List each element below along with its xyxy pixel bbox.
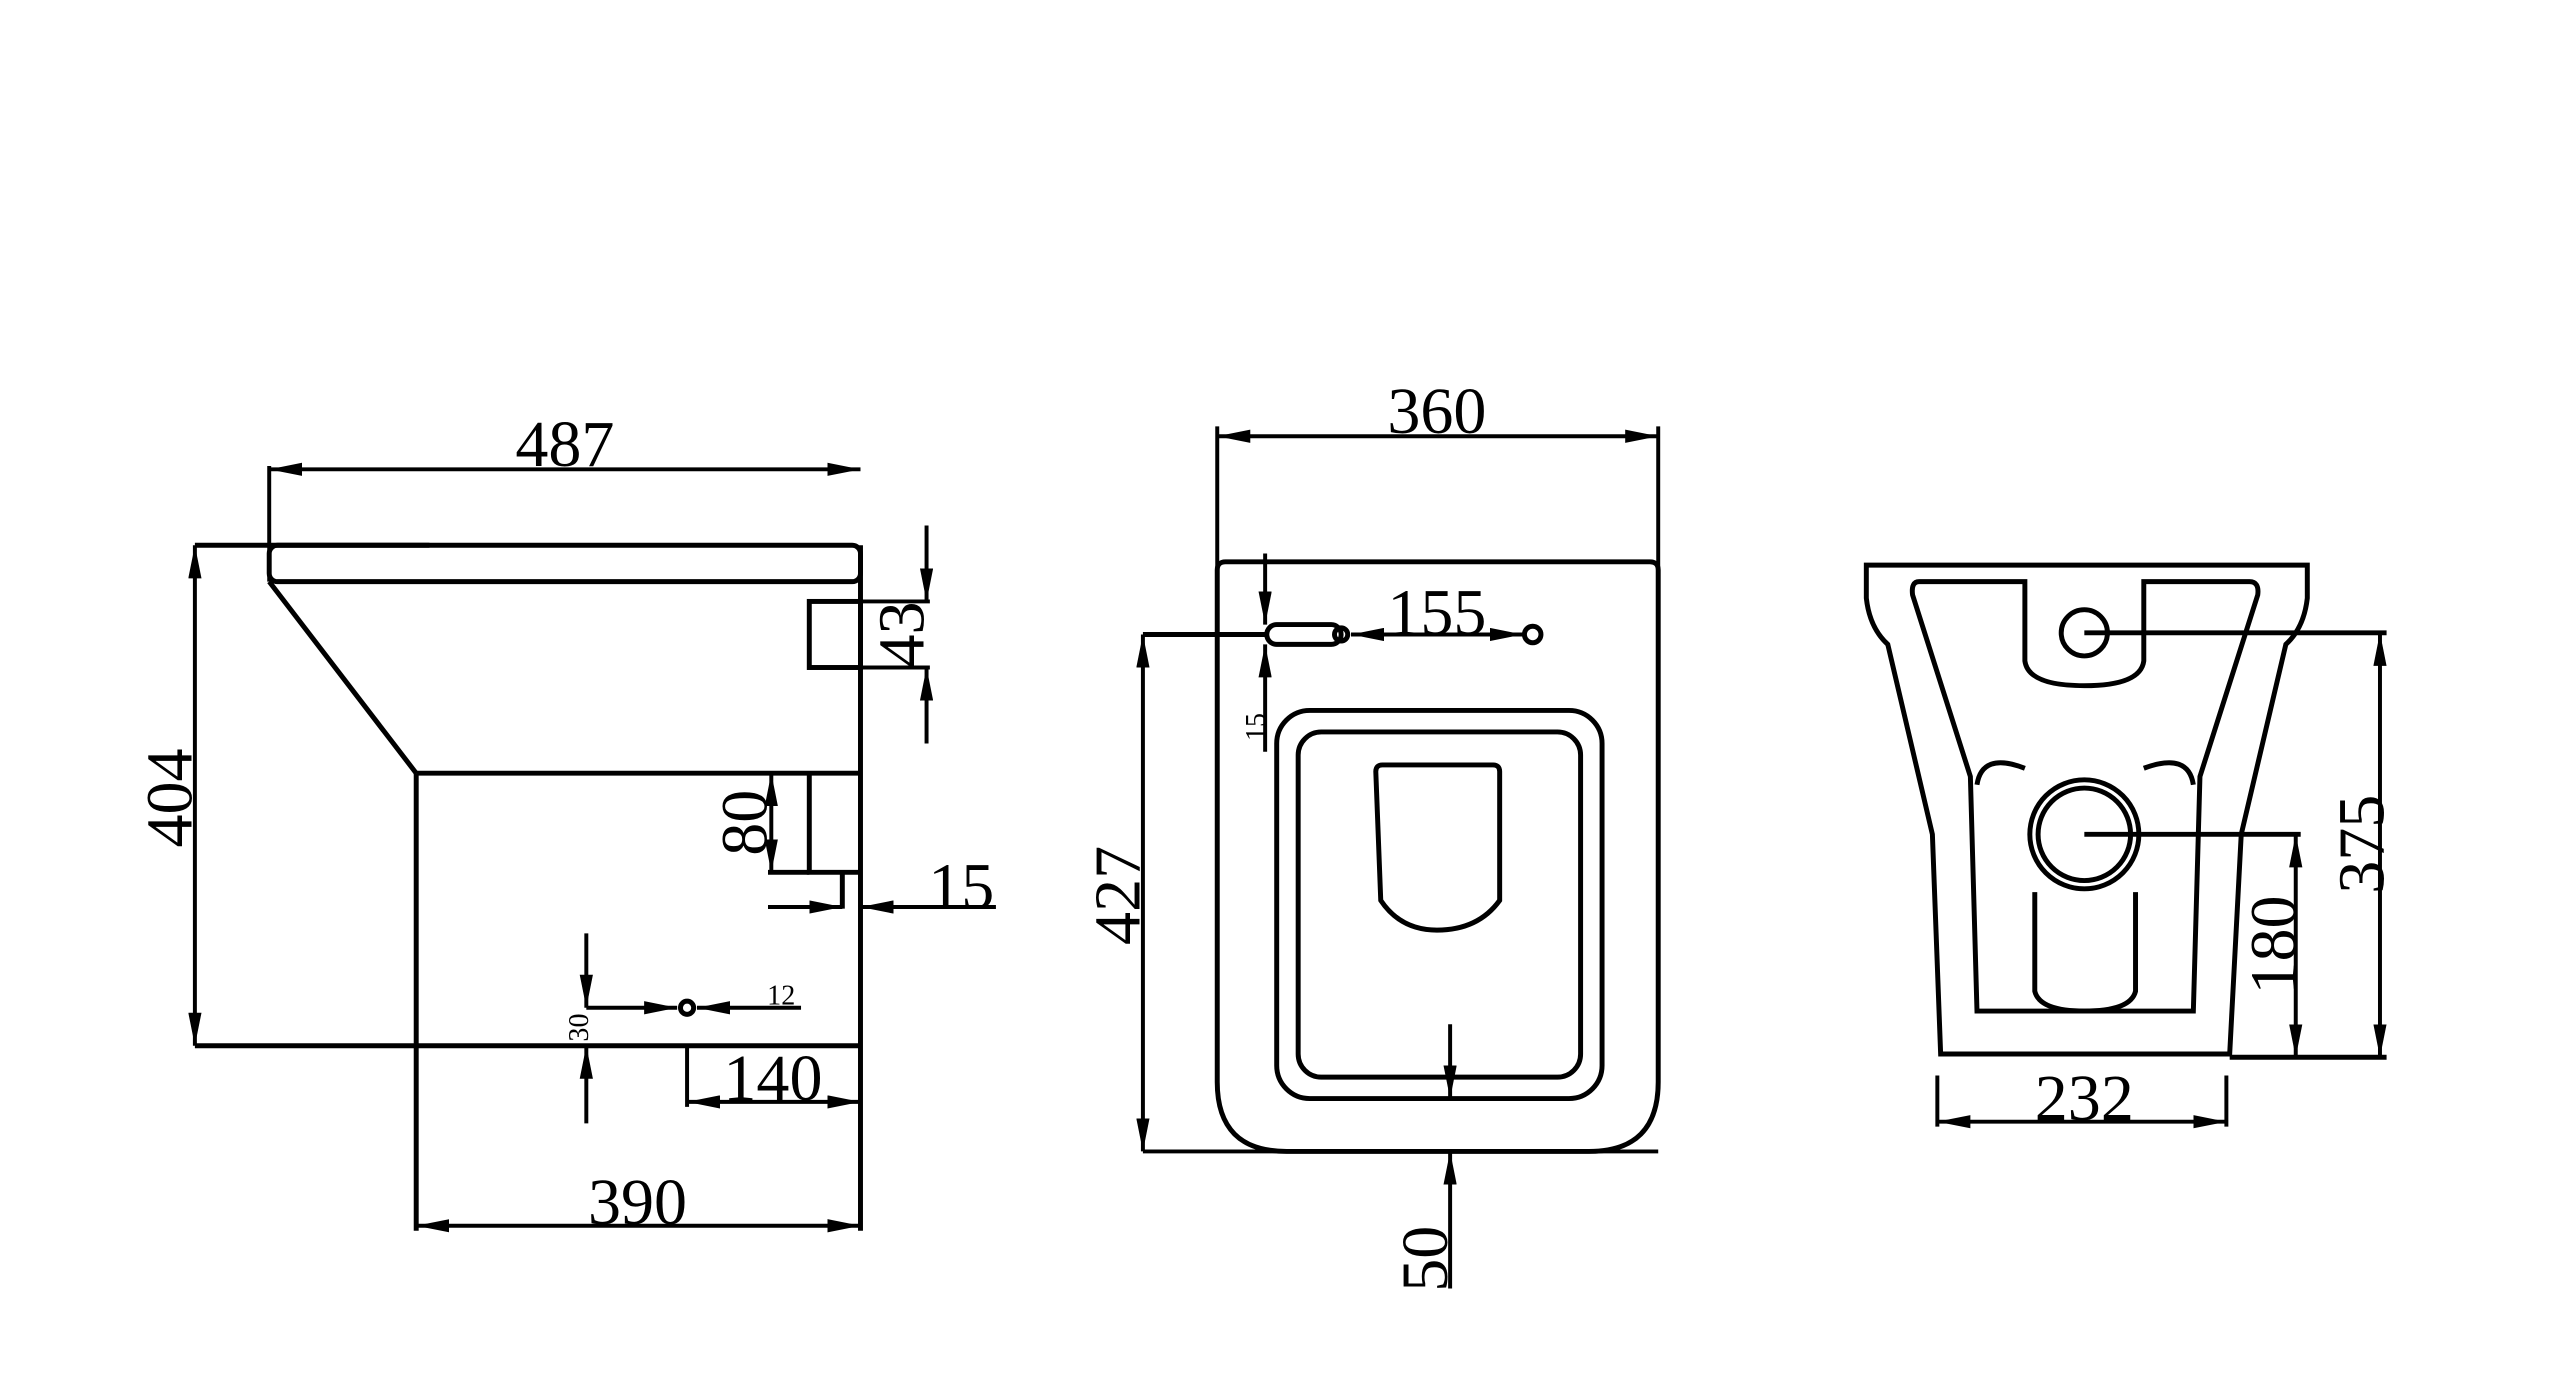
seat-inner (1295, 729, 1584, 1080)
dim-fixing-from-back: 140 (723, 1042, 822, 1115)
dim-outlet-height: 180 (2238, 895, 2311, 994)
back-view: 375 180 232 (1863, 562, 2398, 1135)
dim-overall-length: 487 (515, 408, 614, 481)
dim-outlet-height: 80 (708, 790, 781, 856)
back-view-outline (1863, 562, 2310, 1057)
dim-fixing-spacing: 155 (1387, 576, 1486, 649)
fixing-hole (1521, 623, 1544, 646)
top-view: 360 155 15 427 50 (1082, 375, 1661, 1292)
dim-outlet-projection: 15 (928, 851, 994, 924)
side-view: 487 404 43 80 15 30 12 140 390 (134, 408, 996, 1239)
seat-outer (1274, 707, 1605, 1102)
dim-height: 404 (134, 748, 207, 847)
dim-base-length: 390 (588, 1166, 687, 1239)
back-view-inner (1909, 579, 2261, 1014)
dim-base-width: 232 (2035, 1062, 2134, 1135)
lid-recess (1373, 762, 1503, 933)
dim-length: 427 (1082, 846, 1155, 945)
dim-outlet-offset: 50 (1389, 1226, 1462, 1292)
side-view-outline (194, 542, 863, 1231)
dim-inlet-height: 43 (865, 601, 938, 667)
dim-fixing-offset: 15 (1241, 713, 1272, 741)
dim-fixing-hole: 12 (767, 980, 795, 1011)
dim-width: 360 (1387, 375, 1486, 448)
inlet-pipe (1264, 622, 1344, 647)
fixing-hole (677, 998, 697, 1017)
dim-inlet-height: 375 (2325, 795, 2398, 894)
inlet-spigot (806, 598, 863, 670)
dim-fixing-offset: 30 (564, 1014, 595, 1042)
top-view-outline (1214, 559, 1661, 1154)
outlet-spigot (806, 773, 861, 875)
